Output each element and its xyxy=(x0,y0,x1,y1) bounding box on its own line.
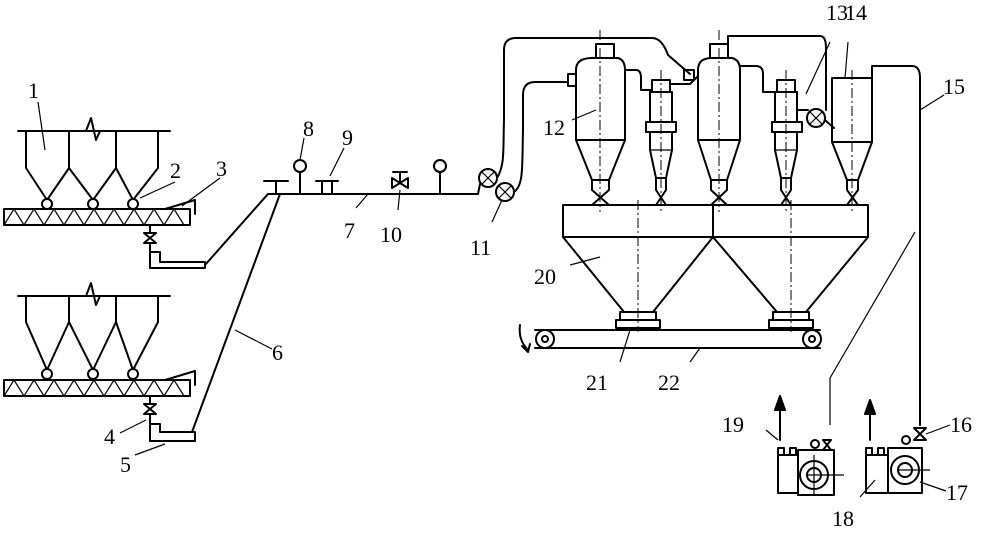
upper-feed-bin-group xyxy=(3,117,269,269)
air-supply-lines xyxy=(829,231,916,425)
rotary-feeder-icon xyxy=(41,198,53,210)
label-20: 20 xyxy=(534,264,556,289)
label-15: 15 xyxy=(943,74,965,99)
switching-valve-group xyxy=(477,37,691,202)
label-12: 12 xyxy=(543,115,565,140)
bag-filter-second xyxy=(771,70,809,212)
label-17: 17 xyxy=(946,480,968,505)
lower-feed-bin-group xyxy=(3,193,281,442)
label-9: 9 xyxy=(342,125,353,150)
cyclone-separator-12 xyxy=(567,30,653,212)
blower-unit-17 xyxy=(864,399,930,494)
label-19: 19 xyxy=(722,412,744,437)
screw-conveyor-lower xyxy=(3,370,196,398)
air-valve-icon xyxy=(913,427,927,441)
label-8: 8 xyxy=(303,116,314,141)
bag-filter-first xyxy=(645,70,699,212)
label-10: 10 xyxy=(380,222,402,247)
label-5: 5 xyxy=(120,452,131,477)
label-22: 22 xyxy=(658,370,680,395)
label-7: 7 xyxy=(344,218,355,243)
label-6: 6 xyxy=(272,340,283,365)
storage-silo-20 xyxy=(562,200,869,332)
main-conveying-pipe xyxy=(263,159,479,195)
valve-icon xyxy=(143,403,157,415)
label-18: 18 xyxy=(832,506,854,531)
label-16: 16 xyxy=(950,412,972,437)
ejector-icon xyxy=(149,413,196,442)
label-11: 11 xyxy=(470,235,491,260)
pressure-gauge-icon xyxy=(293,159,307,173)
conveying-pipe-6 xyxy=(191,193,281,433)
label-2: 2 xyxy=(170,158,181,183)
leader-lines xyxy=(37,41,951,498)
label-1: 1 xyxy=(28,78,39,103)
cyclone-separator-second xyxy=(683,30,827,212)
receiving-bin-14 xyxy=(831,65,921,426)
label-3: 3 xyxy=(216,156,227,181)
screw-conveyor-upper xyxy=(3,199,196,227)
label-13: 13 xyxy=(826,0,848,25)
label-14: 14 xyxy=(845,0,867,25)
blower-unit-19 xyxy=(774,395,844,496)
rotary-feeder-icon xyxy=(127,198,139,210)
label-21: 21 xyxy=(586,370,608,395)
valve-icon xyxy=(822,439,832,451)
belt-conveyor-22 xyxy=(518,324,822,353)
rotary-feeder-icon xyxy=(87,198,99,210)
component-labels: 1 2 3 4 5 6 7 8 9 10 11 12 13 14 15 16 1… xyxy=(28,0,972,531)
label-4: 4 xyxy=(104,424,115,449)
